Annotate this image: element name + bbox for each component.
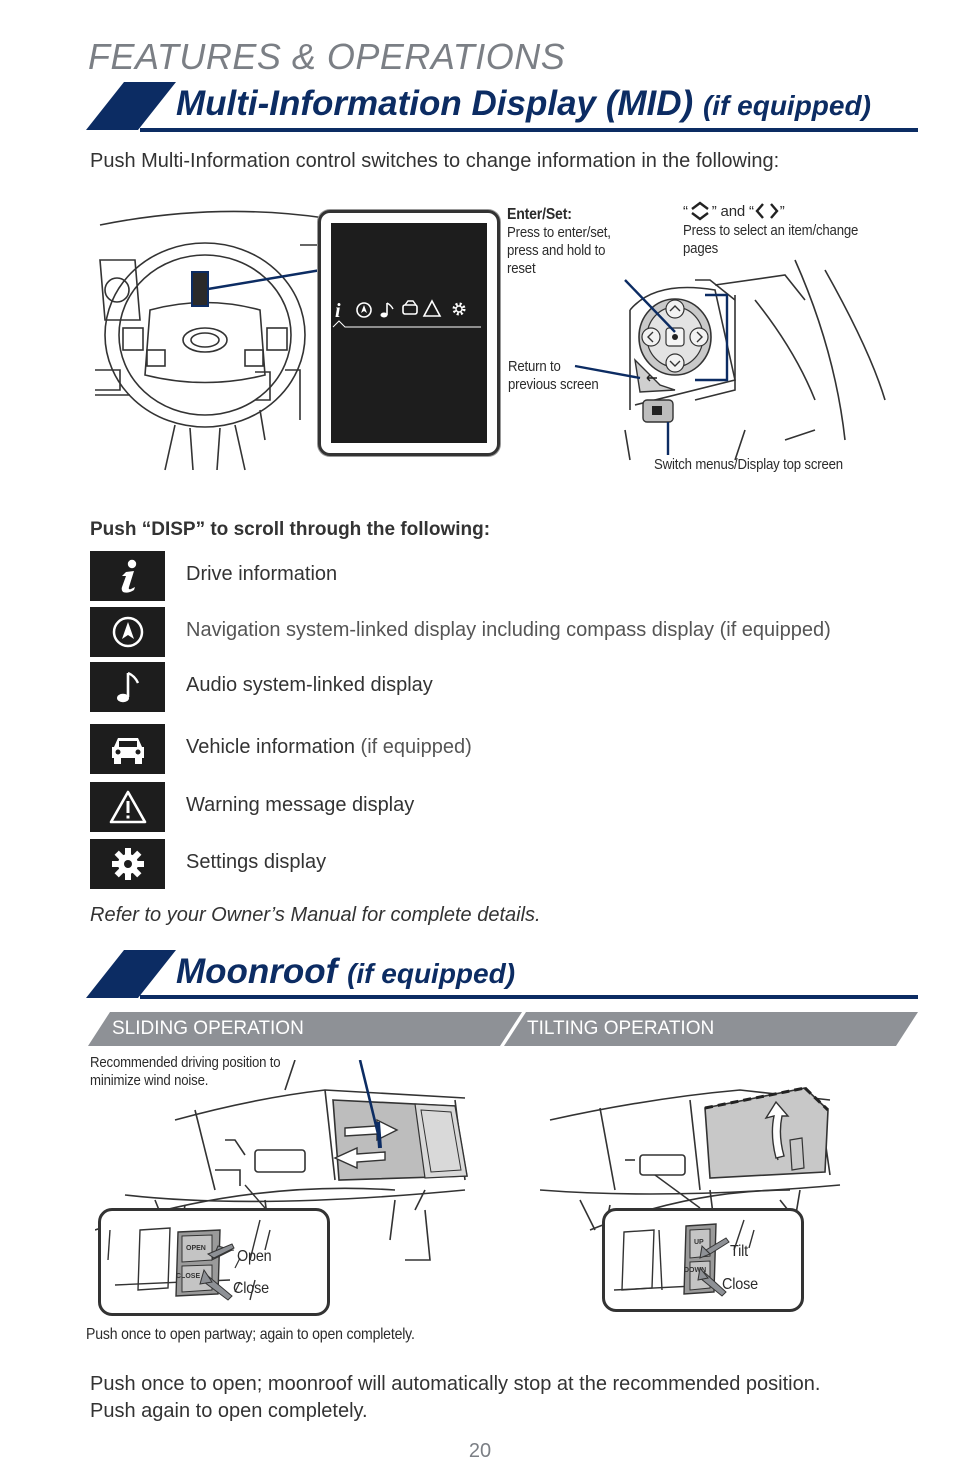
sliding-switch-art: OPEN CLOSE [107,1219,271,1301]
svg-text:i: i [335,300,341,322]
item-label: Warning message display [186,794,415,816]
disp-heading: Push “DISP” to scroll through the follow… [90,519,491,540]
mid-title-rule [140,128,918,132]
open-label: Open [237,1248,272,1265]
arrows-and: ” and “ [711,202,754,220]
sliding-illustration [95,1060,468,1261]
up-down-chevrons-icon [691,201,709,221]
mid-intro: Push Multi-Information control switches … [90,150,780,172]
switch-down-label: DOWN [684,1267,706,1274]
mid-footnote: Refer to your Owner’s Manual for complet… [90,904,541,926]
mid-display-icons: i [332,299,481,328]
moonroof-body-line1: Push once to open; moonroof will automat… [90,1373,821,1395]
item-label: Drive information [186,563,338,585]
return-line2: previous screen [508,376,599,393]
recommended-line1: Recommended driving position to [90,1054,281,1071]
enter-set-line3: reset [507,260,536,277]
steering-wheel-illustration [95,210,886,471]
compass-icon [90,607,165,657]
tilting-switch-art: UP DOWN [613,1219,755,1297]
list-item-warning: Warning message display [90,782,920,832]
return-line1: Return to [508,358,561,375]
switch-up-label: UP [694,1239,704,1246]
mid-title-suffix: (if equipped) [702,90,871,121]
recommended-line2: minimize wind noise. [90,1072,209,1089]
switch-close-label: CLOSE [176,1273,200,1280]
item-label: Navigation system-linked display includi… [186,619,831,641]
enter-set-line2: press and hold to [507,242,606,259]
section-accent-mid [86,82,176,130]
moonroof-title-text: Moonroof [176,952,338,991]
moonroof-body-line2: Push again to open completely. [90,1400,368,1422]
moonroof-title-suffix: (if equipped) [347,958,516,989]
tilting-operation-label: TILTING OPERATION [527,1018,715,1039]
moonroof-title-rule [140,995,918,999]
sliding-operation-label: SLIDING OPERATION [112,1018,304,1039]
arrows-quote-open: “ [683,202,688,220]
item-label: Settings display [186,851,327,873]
gear-icon [90,839,165,889]
mid-display-screen: i [331,223,487,443]
close-label: Close [233,1280,269,1297]
enter-set-line1: Press to enter/set, [507,224,611,241]
section-accent-moonroof [86,950,176,998]
item-label-suffix: (if equipped) [360,736,472,758]
left-right-chevrons-icon [755,203,779,219]
list-item-settings: Settings display [90,839,920,889]
recommended-note: Recommended driving position to minimize… [90,1054,306,1090]
item-label: Vehicle information (if equipped) [186,736,472,759]
tilt-label: Tilt [730,1243,748,1260]
moonroof-section-title: Moonroof (if equipped) [176,952,515,992]
arrows-line2: pages [683,240,719,257]
callout-arrows: “ ” and “ ” Press to select an item/chan… [683,200,923,258]
enter-set-title: Enter/Set: [507,206,572,223]
info-icon [90,551,165,601]
list-item-vehicle-info: Vehicle information (if equipped) [90,724,920,774]
callout-switch-menus: Switch menus/Display top screen [654,456,843,473]
mid-title-text: Multi-Information Display (MID) [176,84,694,123]
callout-enter-set: Enter/Set: Press to enter/set, press and… [507,206,625,278]
warning-icon [90,782,165,832]
page-header: FEATURES & OPERATIONS [88,36,566,77]
music-note-icon [90,662,165,712]
switch-open-label: OPEN [186,1245,206,1252]
operation-banners [88,1012,918,1046]
close-tilt-label: Close [722,1276,758,1293]
tilting-illustration [540,1086,841,1231]
vehicle-icon [90,724,165,774]
page-number: 20 [468,1440,492,1462]
mid-display-frame: i [318,210,500,456]
arrows-quote-close: ” [779,202,785,220]
list-item-drive-info: Drive information [90,551,920,601]
item-label: Audio system-linked display [186,674,433,696]
list-item-navigation: Navigation system-linked display includi… [90,607,920,657]
callout-return: Return to previous screen [508,358,611,394]
push-once-caption: Push once to open partway; again to open… [86,1326,415,1343]
item-label-main: Vehicle information [186,736,355,758]
arrows-line1: Press to select an item/change [683,222,859,239]
mid-section-title: Multi-Information Display (MID) (if equi… [176,84,871,124]
arrows-heading: “ ” and “ ” [683,200,923,222]
list-item-audio: Audio system-linked display [90,662,920,712]
